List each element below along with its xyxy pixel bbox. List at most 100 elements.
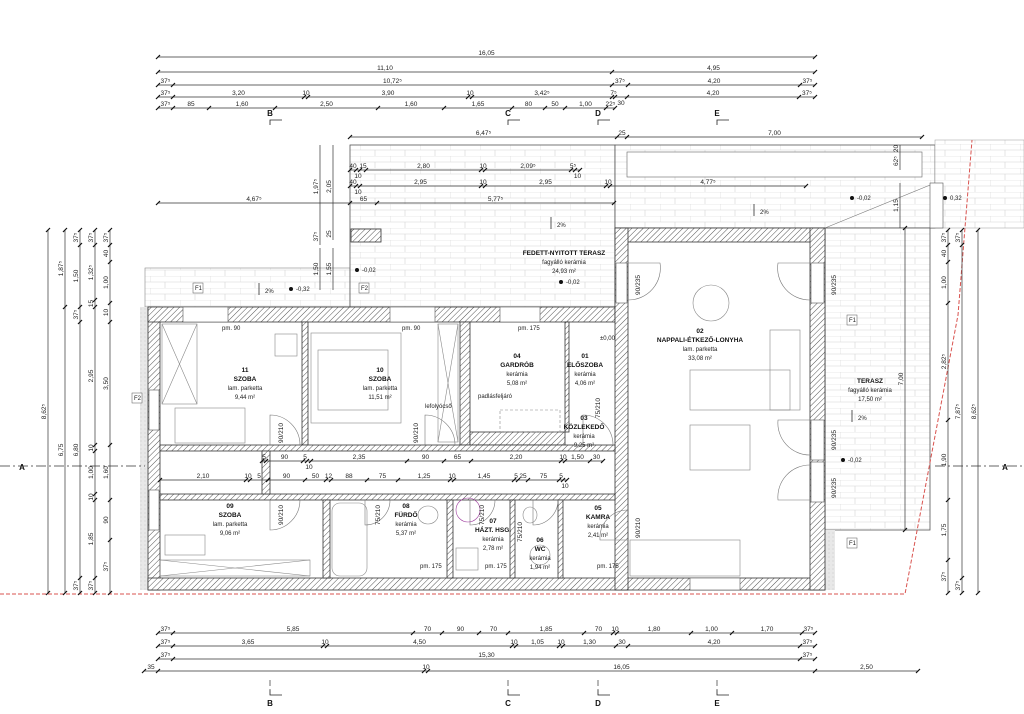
top-dimension-label: 4,20 bbox=[707, 90, 720, 97]
bottom-dimension-tick bbox=[320, 643, 326, 649]
room-floor: kerámia bbox=[395, 522, 417, 528]
terrace-dimension-label: 25 bbox=[618, 130, 626, 137]
section-mark-top bbox=[716, 119, 729, 125]
level-label: -0,02 bbox=[848, 458, 862, 464]
left-dimension-tick bbox=[77, 319, 83, 325]
top-dimension-label: 1,60 bbox=[405, 101, 418, 108]
parapet-height-label: pm. 175 bbox=[518, 326, 540, 332]
top-dimension-tick bbox=[812, 54, 818, 60]
room-name: SZOBA bbox=[234, 376, 257, 383]
corridor-dimension-label: 10 bbox=[448, 473, 456, 480]
room-number: 01 bbox=[581, 353, 589, 360]
bottom-dimension-label: 1,85 bbox=[540, 626, 553, 633]
left-dimension-label: 37⁵ bbox=[88, 580, 95, 590]
top-dimension-tick bbox=[812, 69, 818, 75]
terrace-dimension-tick bbox=[614, 134, 620, 140]
left-dimension-label: 3,50 bbox=[103, 377, 110, 390]
level-marker-icon bbox=[355, 268, 359, 272]
furniture bbox=[159, 284, 801, 577]
bottom-dimension-label: 70 bbox=[595, 626, 603, 633]
corridor-dimension-tick bbox=[564, 477, 570, 483]
corridor-dimension-label: 1,25 bbox=[418, 473, 431, 480]
terraces bbox=[140, 139, 1024, 590]
corridor-dimension-tick bbox=[247, 477, 253, 483]
top-dimension-tick bbox=[797, 82, 803, 88]
top-dimension-tick bbox=[155, 105, 161, 111]
bottom-dimension-tick bbox=[915, 668, 921, 674]
terrace-dimension-tick bbox=[568, 167, 574, 173]
section-mark-label: D bbox=[595, 109, 601, 118]
corridor-dimension-tick bbox=[556, 477, 562, 483]
corridor-dimension-tick bbox=[558, 458, 564, 464]
level-marker-icon bbox=[289, 287, 293, 291]
bottom-dimension-tick bbox=[729, 630, 735, 636]
right-dimension-label: 1,00 bbox=[941, 276, 948, 289]
corridor-dimension-tick bbox=[259, 458, 265, 464]
top-dimension-tick bbox=[624, 94, 630, 100]
terrace-dimension-tick bbox=[347, 167, 353, 173]
room-area: 4,06 m² bbox=[575, 381, 595, 387]
bottom-dimension-tick bbox=[439, 630, 445, 636]
terrace-dimension-tick bbox=[577, 167, 583, 173]
bottom-dimension-tick bbox=[799, 630, 805, 636]
right-dimension-label: 37⁵ bbox=[955, 232, 962, 242]
top-dimension-label: 37⁵ bbox=[615, 78, 625, 85]
window-tag-label: F1 bbox=[849, 541, 857, 547]
right-dimension-label: 1,75 bbox=[941, 523, 948, 536]
room-area: 5,08 m² bbox=[507, 381, 527, 387]
corridor-dimension-tick bbox=[560, 477, 566, 483]
bottom-dimension-label: 10 bbox=[510, 639, 518, 646]
bottom-dimension-tick bbox=[581, 630, 587, 636]
bottom-dimension-tick bbox=[560, 643, 566, 649]
bottom-dimension-tick bbox=[421, 668, 427, 674]
left-dimension-tick bbox=[45, 590, 51, 596]
top-dimension-tick bbox=[170, 82, 176, 88]
top-dimension-label: 1,65 bbox=[472, 101, 485, 108]
room-area: 24,93 m² bbox=[552, 269, 576, 275]
bottom-dimension-label: 37⁵ bbox=[803, 639, 813, 646]
top-dimension-tick bbox=[612, 94, 618, 100]
left-dimension-tick bbox=[92, 442, 98, 448]
door-size-label: 90/210 bbox=[278, 505, 285, 525]
room-name: NAPPALI-ÉTKEZŐ-LONYHA bbox=[657, 335, 743, 344]
bottom-dimension-label: 16,05 bbox=[613, 664, 630, 671]
right-dimension-label: 1,90 bbox=[941, 453, 948, 466]
left-dimension-tick bbox=[107, 319, 113, 325]
right-dimension-tick bbox=[959, 242, 965, 248]
right-dimension-tick bbox=[959, 590, 965, 596]
right-dimension-tick bbox=[945, 259, 951, 265]
room-number: 03 bbox=[580, 415, 588, 422]
room-area: 1,94 m² bbox=[530, 565, 550, 571]
top-dimension-label: 3,42⁵ bbox=[534, 90, 550, 97]
terrace-dimension-label: 40 bbox=[349, 179, 357, 186]
right-dimension-label: 7,00 bbox=[898, 372, 905, 385]
top-dimension-tick bbox=[375, 105, 381, 111]
top-dimension-tick bbox=[542, 105, 548, 111]
left-dimension-tick bbox=[45, 227, 51, 233]
corridor-dimension-tick bbox=[447, 477, 453, 483]
window-tag bbox=[846, 537, 858, 549]
corridor-dimension-tick bbox=[395, 477, 401, 483]
right-dimension-label: 7,87⁵ bbox=[955, 404, 962, 420]
room-area: 9,06 m² bbox=[220, 531, 240, 537]
top-dimension-label: 37⁵ bbox=[161, 90, 171, 97]
bottom-dimension-label: 2,50 bbox=[860, 664, 873, 671]
top-dimension-tick bbox=[441, 105, 447, 111]
left-dimension-label: 37⁵ bbox=[73, 232, 80, 242]
left-dimension-label: 15 bbox=[88, 300, 95, 308]
left-dimension-label: 10 bbox=[103, 309, 110, 317]
window-tag-label: F2 bbox=[361, 286, 369, 292]
top-dimension-label: 7⁵ bbox=[610, 90, 617, 97]
corridor-dimension-label: 75 bbox=[540, 473, 548, 480]
right-dimension-tick bbox=[975, 227, 981, 233]
bottom-dimension-label: 10 bbox=[557, 639, 565, 646]
left-dimension-label: 40 bbox=[103, 250, 110, 258]
top-dimension-tick bbox=[609, 94, 615, 100]
corridor-dimension-label: 10 bbox=[559, 454, 567, 461]
terrace-dimension-tick bbox=[357, 167, 363, 173]
top-dimension-tick bbox=[206, 105, 212, 111]
